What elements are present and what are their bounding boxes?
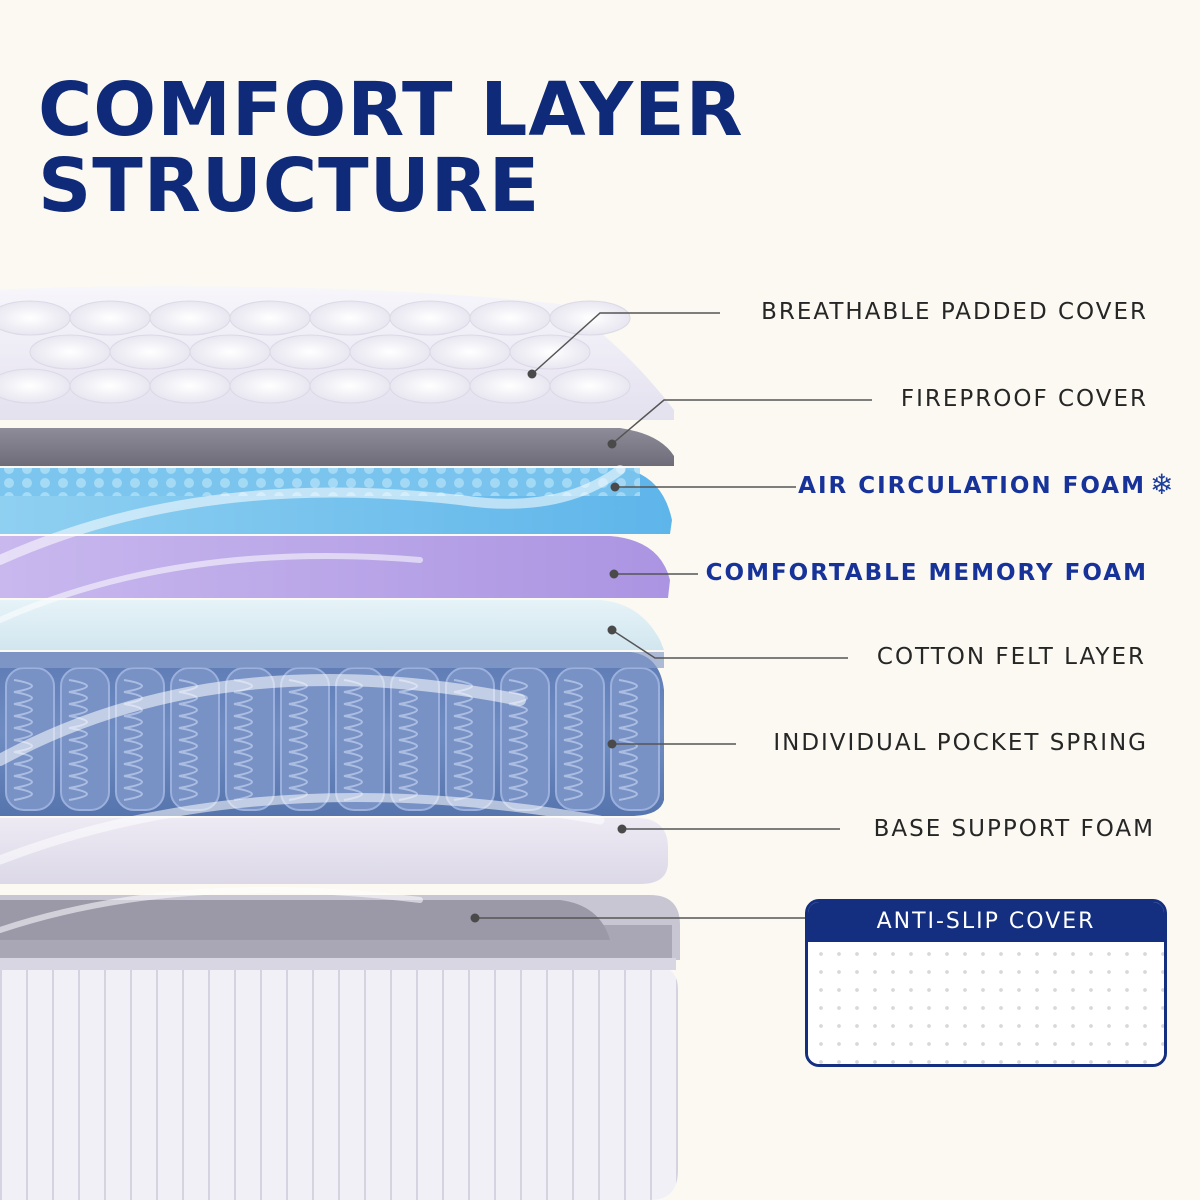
- title-line-1: COMFORT LAYER: [38, 67, 744, 153]
- label-fireproof-cover: FIREPROOF COVER: [900, 386, 1148, 412]
- anti-slip-cover-inset: ANTI-SLIP COVER: [805, 899, 1167, 1067]
- mattress-base-body: [0, 895, 680, 1200]
- label-air-circulation-foam: AIR CIRCULATION FOAM: [798, 473, 1146, 499]
- label-base-support-foam: BASE SUPPORT FOAM: [873, 816, 1155, 842]
- label-cotton-felt-layer: COTTON FELT LAYER: [876, 644, 1146, 670]
- callout-lines: [475, 312, 872, 919]
- base-support-foam-layer: [0, 818, 668, 884]
- label-breathable-padded-cover: BREATHABLE PADDED COVER: [761, 299, 1148, 325]
- memory-foam-layer: [0, 536, 670, 598]
- airflow-streaks: [0, 465, 625, 933]
- anti-slip-cover-label: ANTI-SLIP COVER: [808, 902, 1164, 942]
- fireproof-cover-layer: [0, 428, 674, 466]
- callout-dots: [470, 369, 627, 923]
- anti-slip-texture: [808, 942, 1164, 1064]
- padded-cover-layer: [0, 286, 674, 420]
- air-circulation-foam-layer: [0, 468, 672, 534]
- cotton-felt-layer: [0, 600, 664, 650]
- label-comfortable-memory-foam: COMFORTABLE MEMORY FOAM: [705, 560, 1148, 586]
- label-individual-pocket-spring: INDIVIDUAL POCKET SPRING: [773, 730, 1148, 756]
- snowflake-icon: ❄: [1150, 469, 1174, 500]
- title-line-2: STRUCTURE: [38, 143, 541, 229]
- page-title: COMFORT LAYER STRUCTURE: [38, 72, 744, 224]
